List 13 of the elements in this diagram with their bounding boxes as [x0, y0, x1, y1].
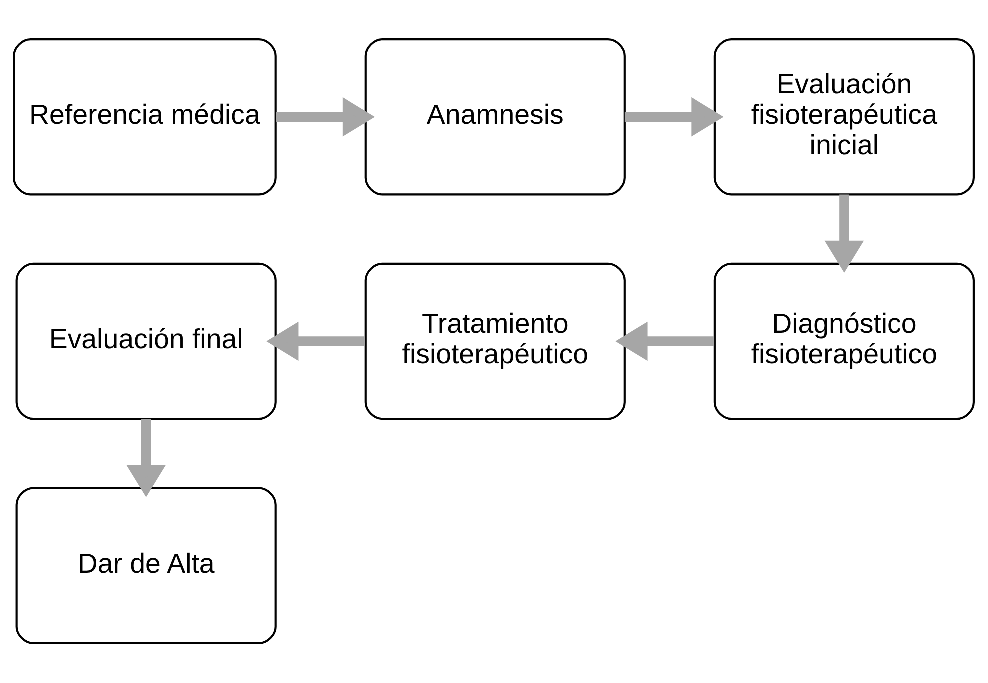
node-box: Dar de Alta	[16, 487, 277, 644]
arrow	[266, 322, 366, 362]
node-box: Diagnóstico fisioterapéutico	[714, 262, 975, 420]
node-box: Referencia médica	[13, 38, 277, 196]
arrow	[824, 194, 864, 273]
node-box: Tratamiento fisioterapéutico	[364, 262, 626, 420]
node-box: Evaluación fisioterapéutica inicial	[714, 38, 975, 196]
arrow	[126, 419, 166, 498]
arrow	[624, 97, 724, 137]
node-box: Anamnesis	[364, 38, 626, 196]
arrow	[276, 97, 376, 137]
node-box: Evaluación final	[16, 262, 277, 420]
arrow	[616, 322, 715, 362]
